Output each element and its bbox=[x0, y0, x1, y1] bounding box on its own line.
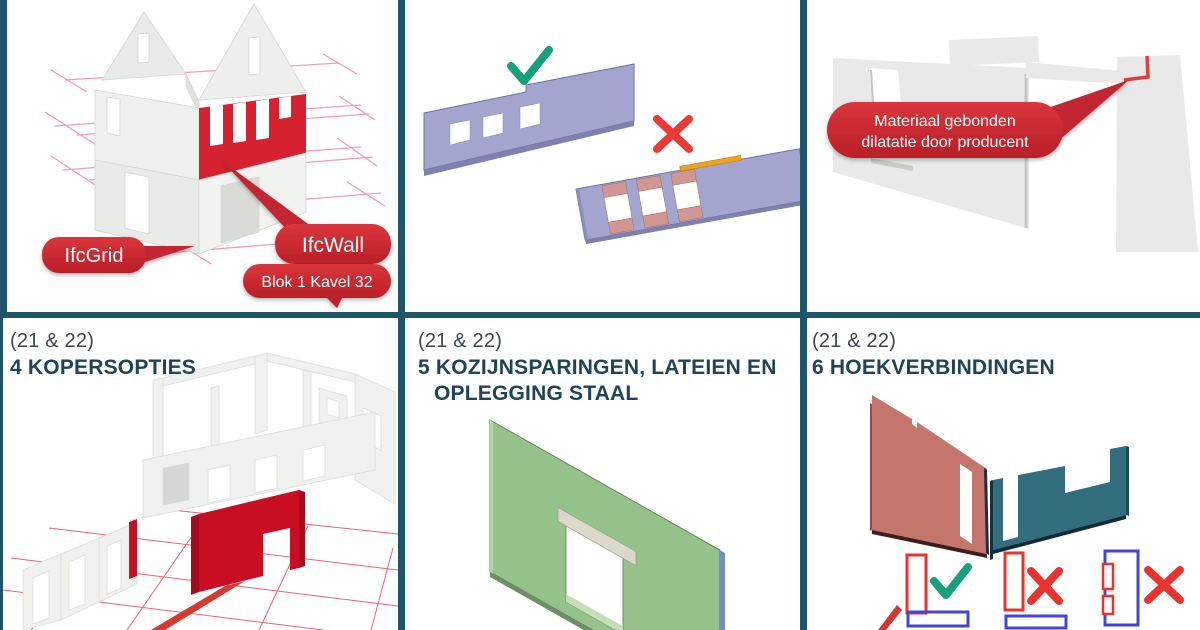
section-title-line1: 5 KOZIJNSPARINGEN, LATEIEN EN bbox=[418, 356, 777, 379]
checkmark-icon bbox=[930, 563, 972, 599]
panel-wall-segmentation bbox=[404, 0, 800, 312]
teal-corner-wall bbox=[990, 446, 1129, 560]
ifcwall-label: IfcWall bbox=[302, 234, 364, 257]
blok-kavel-label: Blok 1 Kavel 32 bbox=[261, 274, 372, 291]
panel-kopersopties: (21 & 22) 4 KOPERSOPTIES bbox=[3, 318, 398, 630]
ifcwall-callout: IfcWall bbox=[221, 160, 391, 264]
dilatation-callout: Materiaal gebonden dilatatie door produc… bbox=[827, 80, 1129, 158]
ifcgrid-callout: IfcGrid bbox=[42, 237, 195, 273]
section-tag: (21 & 22) bbox=[418, 330, 503, 352]
callout-pointer-tail bbox=[151, 581, 245, 630]
wall-incorrect-segmented bbox=[575, 148, 800, 245]
ifc-house-illustration: IfcGrid IfcWall Blok 1 Kavel 32 bbox=[42, 3, 391, 308]
panel-hoekverbindingen: (21 & 22) 6 HOEKVERBINDINGEN bbox=[800, 318, 1200, 630]
wall-correct bbox=[423, 63, 635, 176]
house-model bbox=[94, 3, 307, 255]
dilatation-illustration: Materiaal gebonden dilatatie door produc… bbox=[827, 36, 1198, 252]
door-opening-left bbox=[960, 464, 972, 544]
section-title: 4 KOPERSOPTIES bbox=[10, 356, 197, 379]
border-left-top bbox=[0, 0, 7, 313]
divider-horizontal bbox=[0, 312, 1200, 318]
section-tag: (21 & 22) bbox=[10, 330, 95, 352]
border-left-bottom bbox=[0, 318, 3, 630]
cross-icon bbox=[653, 115, 693, 153]
green-wall-illustration bbox=[489, 419, 725, 630]
gray-wall-shapes bbox=[833, 36, 1198, 252]
connection-diagram-wrong-gap bbox=[1003, 551, 1068, 630]
floorplan-illustration bbox=[3, 352, 398, 630]
panel-dilatation: Materiaal gebonden dilatatie door produc… bbox=[807, 0, 1200, 312]
section-title-line2: OPLEGGING STAAL bbox=[434, 382, 639, 405]
dilatation-joint-mark bbox=[1123, 55, 1150, 82]
cross-icon bbox=[1144, 566, 1184, 604]
dilatation-callout-line2: dilatatie door producent bbox=[861, 134, 1029, 151]
panel-ifc-model: IfcGrid IfcWall Blok 1 Kavel 32 bbox=[7, 0, 398, 312]
cross-icon bbox=[1027, 567, 1063, 605]
connection-diagram-wrong-embedded bbox=[1101, 549, 1184, 627]
ifcgrid-label: IfcGrid bbox=[65, 245, 124, 267]
steel-lintel bbox=[557, 506, 637, 567]
door-opening-right bbox=[1003, 474, 1018, 541]
highlighted-red-walls bbox=[129, 490, 305, 630]
connection-diagram-correct bbox=[905, 553, 972, 628]
wall-segmentation-illustration bbox=[423, 46, 800, 245]
blok-kavel-callout: Blok 1 Kavel 32 bbox=[243, 264, 391, 308]
checkmark-icon bbox=[507, 46, 553, 85]
section-title: 6 HOEKVERBINDINGEN bbox=[812, 356, 1055, 379]
salmon-corner-wall bbox=[870, 395, 989, 558]
panel-kozijnsparingen: (21 & 22) 5 KOZIJNSPARINGEN, LATEIEN EN … bbox=[404, 318, 800, 630]
corner-connection-illustration bbox=[870, 395, 1184, 630]
pointer-tail-fragment bbox=[878, 605, 902, 630]
dilatation-callout-line1: Materiaal gebonden bbox=[874, 113, 1015, 130]
green-wall bbox=[489, 419, 725, 630]
steel-lintel-strip bbox=[679, 155, 742, 172]
highlighted-ifc-wall bbox=[199, 94, 306, 180]
section-tag: (21 & 22) bbox=[812, 330, 897, 352]
wall-edge-blue bbox=[720, 550, 725, 630]
white-walls bbox=[22, 352, 396, 630]
